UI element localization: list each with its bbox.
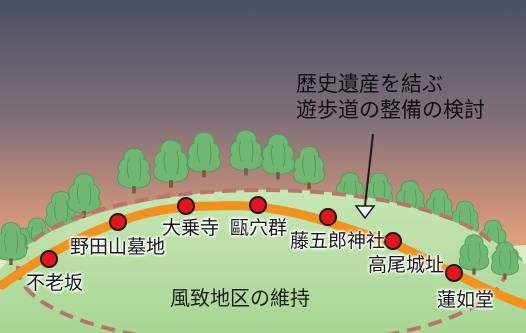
site-marker-togoro	[319, 208, 337, 226]
zone-label: 風致地区の維持	[170, 286, 310, 310]
site-label-takao: 高尾城址	[368, 254, 445, 276]
callout-pointer-triangle	[354, 205, 376, 220]
site-marker-nodayama	[109, 213, 127, 231]
site-label-nodayama: 野田山墓地	[70, 236, 166, 258]
site-marker-daijoji	[177, 197, 195, 215]
callout-pointer-line	[364, 133, 374, 207]
site-label-furouzaka: 不老坂	[26, 272, 84, 294]
site-marker-furouzaka	[40, 250, 58, 268]
callout-text: 歴史遺産を結ぶ 遊歩道の整備の検討	[296, 72, 485, 123]
callout-line-1: 歴史遺産を結ぶ	[296, 72, 443, 96]
site-label-togoro: 藤五郎神社	[290, 230, 386, 252]
site-marker-takao	[384, 232, 402, 250]
site-label-daijoji: 大乗寺	[162, 217, 220, 239]
site-marker-oketsugun	[249, 196, 267, 214]
site-label-rennyodo: 蓮如堂	[437, 289, 495, 311]
site-label-oketsugun: 甌穴群	[230, 217, 288, 239]
callout-line-2: 遊歩道の整備の検討	[296, 97, 485, 122]
site-marker-rennyodo	[445, 264, 463, 282]
